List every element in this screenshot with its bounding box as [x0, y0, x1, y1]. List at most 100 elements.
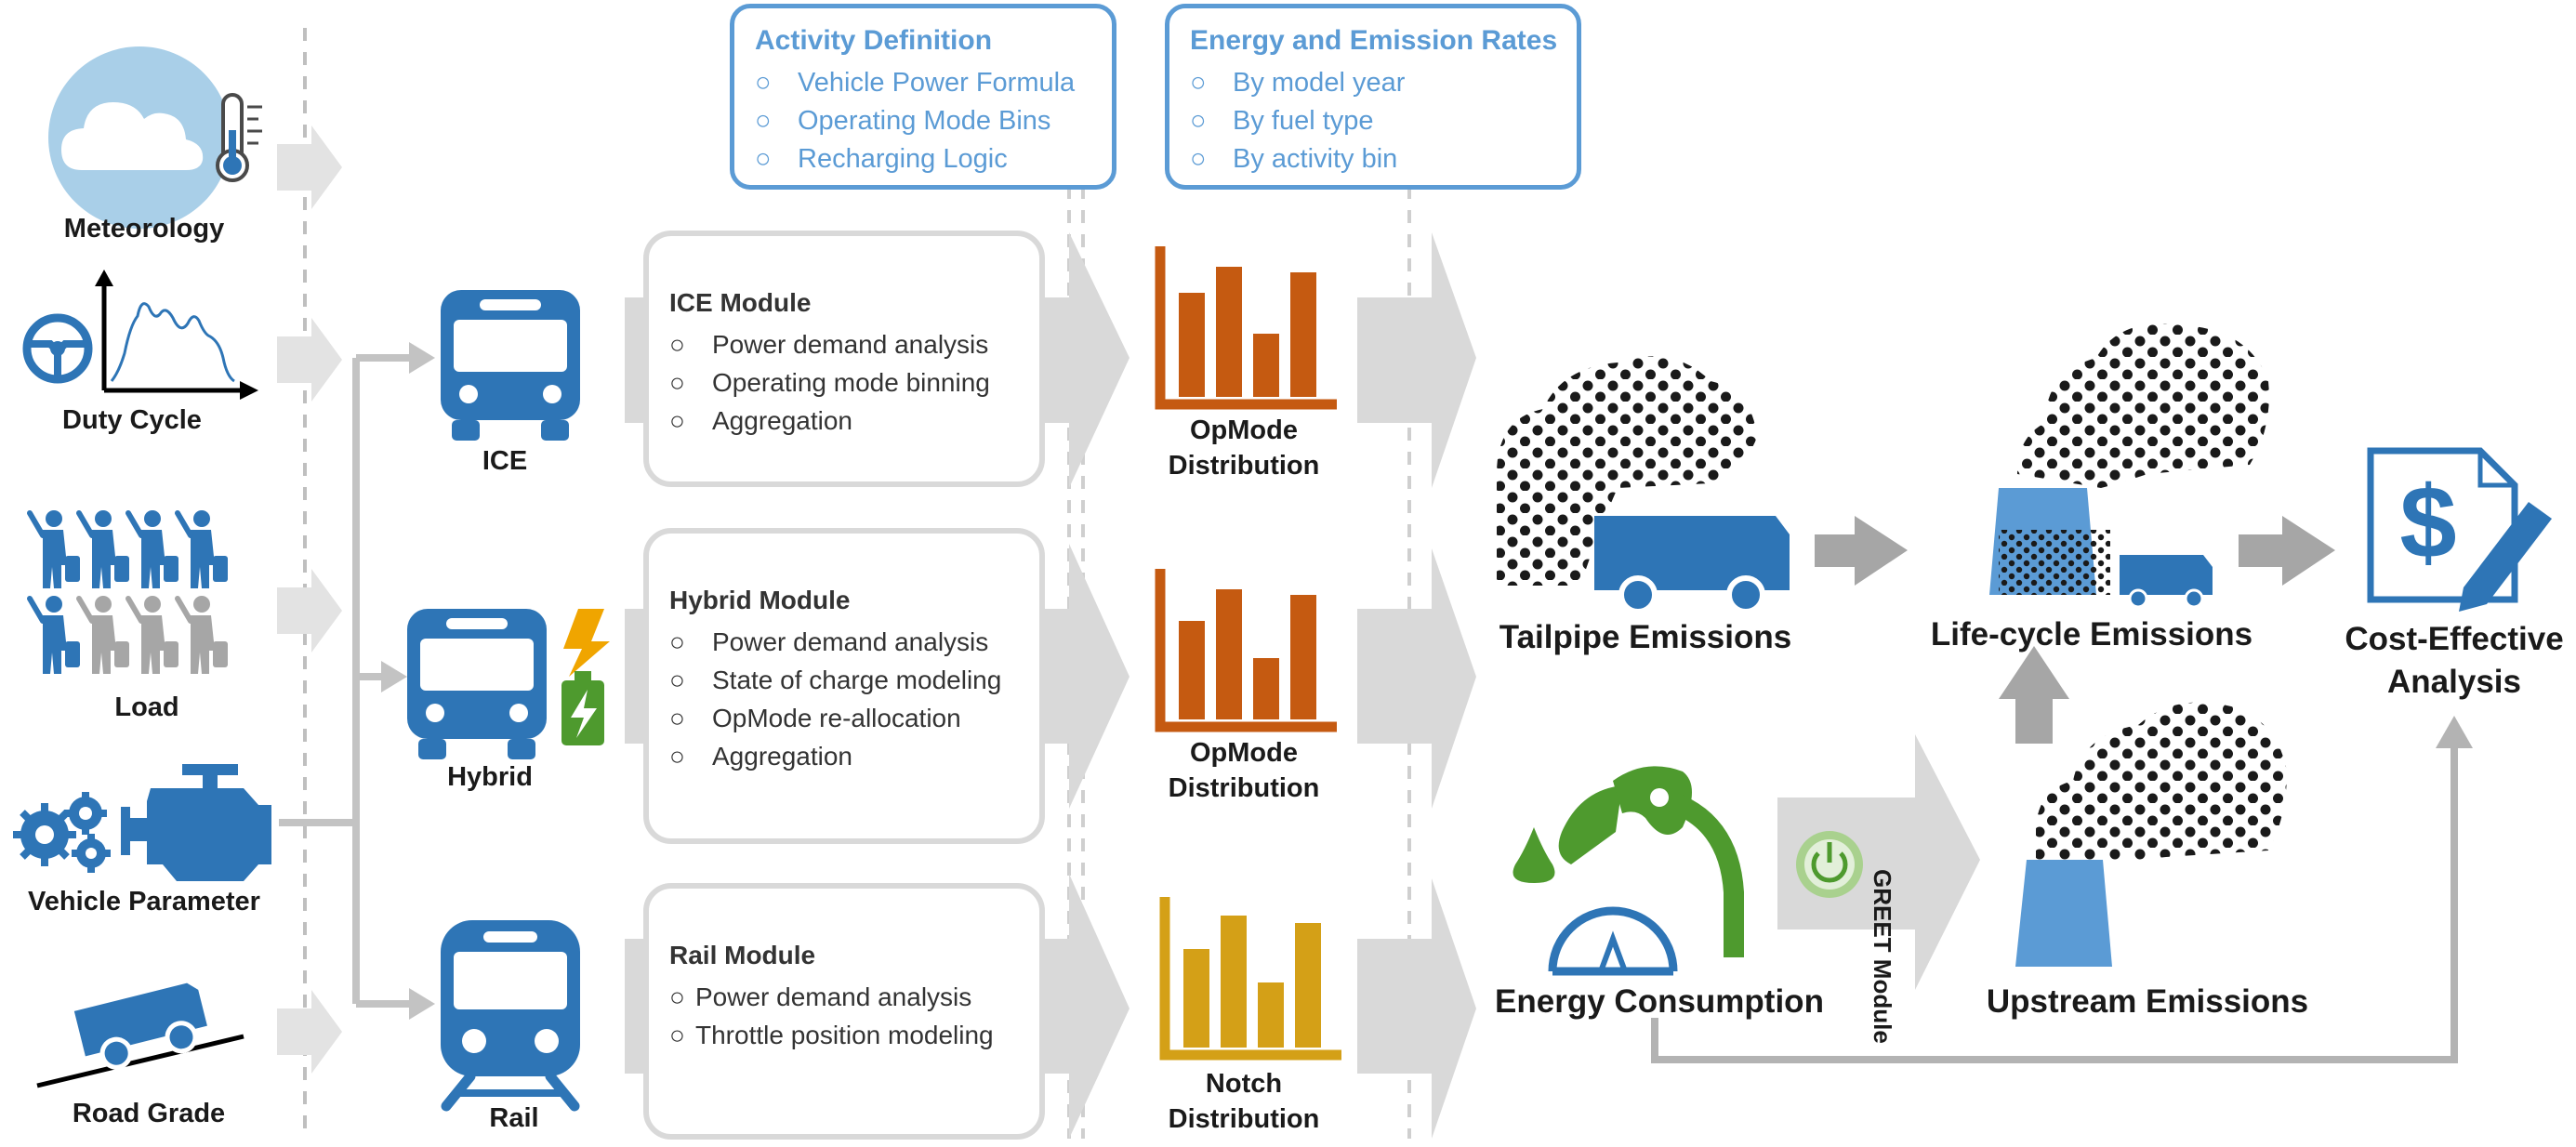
ice-module-item: ○Operating mode binning: [669, 368, 990, 397]
hybrid-module-title: Hybrid Module: [669, 586, 851, 614]
steering-wheel-icon: [22, 313, 93, 384]
fuel-gauge-icon: [1548, 906, 1678, 976]
ice-label: ICE: [482, 446, 528, 476]
bar-chart-axis: [1155, 246, 1337, 410]
thermometer-icon: [216, 93, 262, 182]
engine-icon: [121, 764, 271, 881]
vehicle-connector-heads: [381, 342, 435, 1020]
arrow: [277, 990, 342, 1074]
hybrid-module-box: Hybrid Module ○Power demand analysis ○St…: [643, 528, 1045, 844]
smoke-icon: [2017, 323, 2269, 488]
truck-on-slope-icon: [36, 982, 244, 1088]
fuel-nozzle-icon: [1558, 766, 1744, 957]
meteorology-label: Meteorology: [63, 214, 225, 244]
passenger-figure: [76, 510, 129, 588]
energy-emission-rates-item: ○By fuel type: [1190, 106, 1374, 136]
energy-emission-rates-title: Energy and Emission Rates: [1190, 25, 1558, 56]
bar-chart-bar: [1183, 949, 1209, 1048]
bus-icon: [407, 609, 547, 759]
arrow: [1357, 232, 1476, 488]
bus-icon: [441, 290, 580, 441]
bar-chart-icon: [1155, 569, 1337, 732]
dashed-separators: [303, 28, 1411, 1139]
energy-emission-rates-box: Energy and Emission Rates ○By model year…: [1165, 4, 1581, 190]
passenger-figure: [27, 596, 80, 674]
input-arrows: [277, 125, 342, 1074]
bar-chart-bar: [1295, 923, 1321, 1048]
passengers-icon: [27, 510, 228, 674]
greet-arrow: [1777, 734, 1980, 990]
activity-definition-item: ○Recharging Logic: [755, 144, 1008, 174]
hybrid-label: Hybrid: [447, 762, 533, 792]
hybrid-module-item: ○State of charge modeling: [669, 666, 1002, 694]
bar-chart-bar: [1253, 658, 1279, 719]
bar-chart-bar: [1258, 982, 1284, 1048]
bar-chart-bar: [1290, 272, 1316, 397]
battery-icon: [561, 671, 604, 745]
svg-text:$: $: [2399, 466, 2456, 580]
fuel-drop-icon: [1513, 827, 1555, 883]
road-grade-label: Road Grade: [72, 1099, 226, 1128]
load-label: Load: [114, 692, 179, 722]
power-button-icon: [1796, 831, 1863, 898]
truck-icon: [2120, 555, 2213, 609]
duty-cycle-graph-icon: [95, 270, 258, 400]
arrow: [1999, 646, 2069, 744]
duty-cycle-label: Duty Cycle: [62, 405, 202, 435]
greet-module-label: GREET Module: [1869, 869, 1896, 1044]
activity-definition-item: ○Vehicle Power Formula: [755, 68, 1076, 98]
bar-chart-icon: [1155, 246, 1337, 410]
smoke-icon: [1497, 356, 1757, 586]
activity-definition-item: ○Operating Mode Bins: [755, 106, 1051, 136]
arrow: [1357, 878, 1476, 1139]
rail-label: Rail: [489, 1103, 539, 1133]
energy-emission-rates-item: ○By activity bin: [1190, 144, 1398, 174]
rail-module-item: ○Throttle position modeling: [669, 1021, 994, 1049]
tailpipe-emissions-label: Tailpipe Emissions: [1499, 619, 1792, 655]
bar-chart-bar: [1216, 267, 1242, 397]
hybrid-module-item: ○Power demand analysis: [669, 627, 989, 656]
output-arrows: [1815, 516, 2335, 744]
cloud-icon: [48, 46, 231, 229]
truck-icon: [1594, 516, 1790, 614]
hybrid-module-item: ○Aggregation: [669, 742, 853, 771]
upstream-emissions-label: Upstream Emissions: [1986, 983, 2309, 1020]
smokestack-icon: [1989, 488, 2110, 595]
rail-module-title: Rail Module: [669, 941, 816, 969]
passenger-figure: [125, 596, 178, 674]
vehicle-connectors: [279, 354, 409, 1008]
smokestack-icon: [2015, 860, 2112, 967]
bar-chart-bar: [1290, 595, 1316, 719]
activity-definition-title: Activity Definition: [755, 25, 993, 56]
arrow: [277, 125, 342, 209]
bar-chart-bar: [1179, 621, 1205, 719]
dollar-document-icon: $: [2367, 447, 2552, 612]
rail-module-item: ○Power demand analysis: [669, 982, 972, 1011]
smoke-icon: [2036, 702, 2287, 860]
passenger-figure: [175, 510, 228, 588]
passenger-figure: [125, 510, 178, 588]
bar-chart-bar: [1216, 589, 1242, 719]
activity-definition-box: Activity Definition ○Vehicle Power Formu…: [730, 4, 1116, 190]
ice-module-box: ICE Module ○Power demand analysis ○Opera…: [643, 231, 1045, 487]
bar-chart-axis: [1155, 569, 1337, 732]
arrow: [1357, 548, 1476, 809]
bar-chart-bar: [1253, 334, 1279, 397]
bar-chart-axis: [1159, 897, 1341, 1061]
feedback-connector: [1651, 716, 2473, 1063]
energy-consumption-label: Energy Consumption: [1495, 983, 1824, 1020]
gears-icon: [13, 792, 111, 873]
ice-module-title: ICE Module: [669, 288, 812, 317]
arrow: [277, 569, 342, 653]
arrow: [2239, 516, 2335, 586]
passenger-figure: [27, 510, 80, 588]
lightning-icon: [563, 609, 610, 677]
train-icon: [441, 920, 580, 1112]
energy-emission-rates-item: ○By model year: [1190, 68, 1406, 98]
bar-chart-icon: [1159, 897, 1341, 1061]
ice-module-item: ○Aggregation: [669, 406, 853, 435]
